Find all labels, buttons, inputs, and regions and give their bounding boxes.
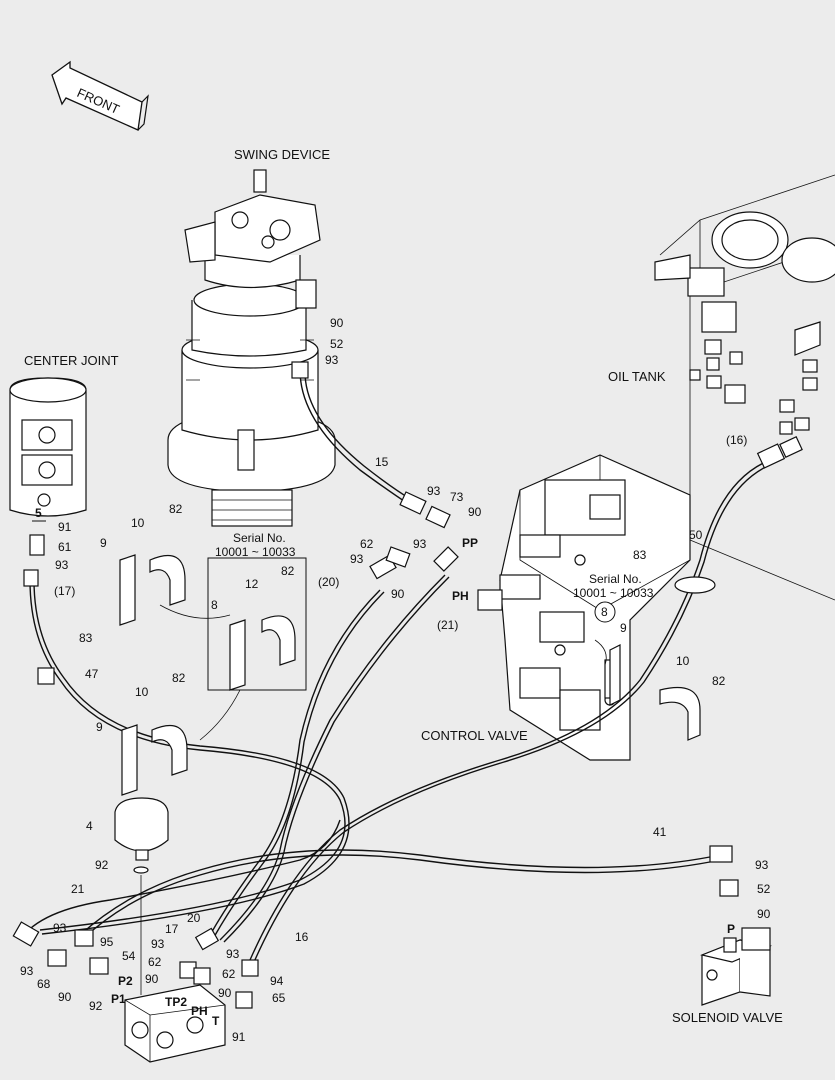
part-callout: 90 — [330, 316, 344, 330]
part-callout: 93 — [325, 353, 339, 367]
pilot-valve-block — [124, 984, 226, 1063]
port-label: P — [727, 922, 735, 936]
fittings — [12, 361, 803, 1009]
circled-callout: 5 — [35, 506, 42, 520]
port-label: P2 — [118, 974, 133, 988]
serial-range-valve: 10001 ~ 10033 — [573, 586, 654, 600]
part-callout: 10 — [135, 685, 149, 699]
circled-callouts: 5 8 — [32, 506, 616, 623]
part-callout: 90 — [468, 505, 482, 519]
part-callout: 92 — [95, 858, 109, 872]
part-callout: 47 — [85, 667, 99, 681]
part-callout: 15 — [375, 455, 389, 469]
part-callout: (20) — [318, 575, 339, 589]
part-callout: 93 — [427, 484, 441, 498]
port-labels: PP PH P2 P1 TP2 PH T P — [111, 536, 735, 1028]
center-joint — [9, 377, 87, 517]
part-callout: 90 — [58, 990, 72, 1004]
part-callout: 20 — [187, 911, 201, 925]
solenoid-valve — [699, 927, 773, 1006]
part-callout: (16) — [726, 433, 747, 447]
port-label: TP2 — [165, 995, 187, 1009]
center-joint-title: CENTER JOINT — [24, 353, 119, 368]
part-callout: 61 — [58, 540, 72, 554]
part-callout: 91 — [58, 520, 72, 534]
port-label: P1 — [111, 992, 126, 1006]
part-callout: 93 — [413, 537, 427, 551]
part-callout: 62 — [222, 967, 236, 981]
serial-numbers: Serial No. 10001 ~ 10033 Serial No. 1000… — [215, 531, 654, 600]
control-valve-title: CONTROL VALVE — [421, 728, 528, 743]
part-callout: 62 — [360, 537, 374, 551]
part-callout: 4 — [86, 819, 93, 833]
part-callout: 94 — [270, 974, 284, 988]
part-callout: 93 — [350, 552, 364, 566]
part-callout: 95 — [100, 935, 114, 949]
part-callout: 52 — [330, 337, 344, 351]
part-callout: 9 — [620, 621, 627, 635]
part-callout: 90 — [145, 972, 159, 986]
titles: SWING DEVICE CENTER JOINT OIL TANK CONTR… — [24, 147, 783, 1025]
part-callout: 82 — [281, 564, 295, 578]
part-callout: 9 — [96, 720, 103, 734]
part-callout: 82 — [169, 502, 183, 516]
part-callout: (17) — [54, 584, 75, 598]
part-callout: 90 — [391, 587, 405, 601]
part-callout: 83 — [633, 548, 647, 562]
swing-device — [167, 169, 336, 527]
part-callout: 82 — [172, 671, 186, 685]
solenoid-valve-title: SOLENOID VALVE — [672, 1010, 783, 1025]
part-callout: 12 — [245, 577, 259, 591]
part-callout: 93 — [53, 921, 67, 935]
part-callout: 8 — [211, 598, 218, 612]
serial-range-swing: 10001 ~ 10033 — [215, 545, 296, 559]
part-callout: 10 — [131, 516, 145, 530]
hoses — [19, 369, 773, 995]
part-callout: 73 — [450, 490, 464, 504]
part-callout: 93 — [226, 947, 240, 961]
part-callout: 91 — [232, 1030, 246, 1044]
part-callout: 62 — [148, 955, 162, 969]
part-callout: 90 — [757, 907, 771, 921]
port-label: PP — [462, 536, 478, 550]
part-callout: (21) — [437, 618, 458, 632]
part-callout: 9 — [100, 536, 107, 550]
part-callout: 68 — [37, 977, 51, 991]
part-callout: 93 — [151, 937, 165, 951]
port-label: PH — [191, 1004, 208, 1018]
serial-label-valve: Serial No. — [589, 572, 642, 586]
part-callout: 90 — [218, 986, 232, 1000]
circled-callout: 8 — [601, 605, 608, 619]
part-callout: 10 — [676, 654, 690, 668]
part-callout: 82 — [712, 674, 726, 688]
port-label: T — [212, 1014, 220, 1028]
part-callout: 92 — [89, 999, 103, 1013]
part-callout: 65 — [272, 991, 286, 1005]
swing-device-title: SWING DEVICE — [234, 147, 330, 162]
accumulator — [114, 797, 169, 874]
part-callout: 93 — [755, 858, 769, 872]
part-callout: 83 — [79, 631, 93, 645]
oil-tank — [654, 174, 835, 601]
part-callout: 93 — [55, 558, 69, 572]
serial-label-swing: Serial No. — [233, 531, 286, 545]
part-callout: 50 — [689, 528, 703, 542]
part-callout: 54 — [122, 949, 136, 963]
control-valve — [477, 454, 691, 761]
front-arrow: FRONT — [51, 60, 149, 131]
oil-tank-title: OIL TANK — [608, 369, 666, 384]
port-label: PH — [452, 589, 469, 603]
part-callout: 16 — [295, 930, 309, 944]
part-callout: 93 — [20, 964, 34, 978]
part-callout: 17 — [165, 922, 179, 936]
part-callout: 41 — [653, 825, 667, 839]
part-callout: 21 — [71, 882, 85, 896]
part-callout: 52 — [757, 882, 771, 896]
